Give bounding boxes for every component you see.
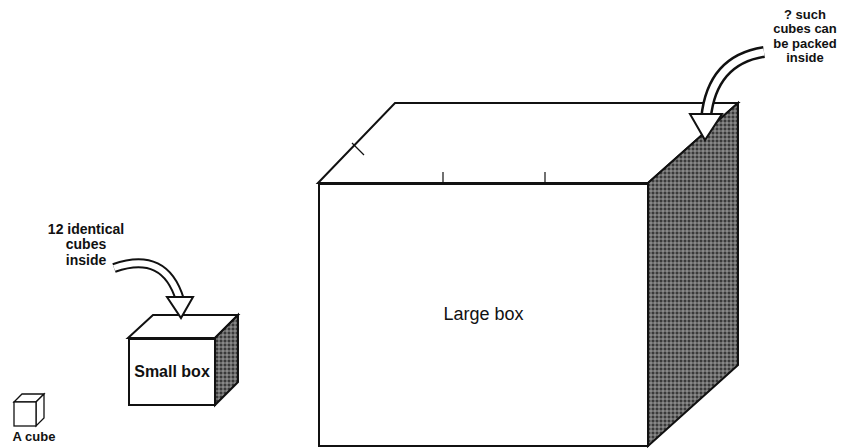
box-label: Small box — [134, 363, 210, 381]
curved-arrow — [114, 263, 193, 318]
large-box-side — [648, 103, 738, 446]
cube-label: A cube — [6, 430, 62, 444]
large-box: Large box — [318, 183, 649, 447]
cube — [14, 394, 44, 426]
small-box-side — [215, 315, 238, 405]
curved-arrow — [690, 52, 764, 140]
callout-text: ? such cubes can be packed inside — [764, 8, 846, 65]
box-label: Large box — [443, 305, 523, 325]
small-box: Small box — [128, 338, 216, 406]
callout-text: 12 identical cubes inside — [44, 222, 128, 268]
